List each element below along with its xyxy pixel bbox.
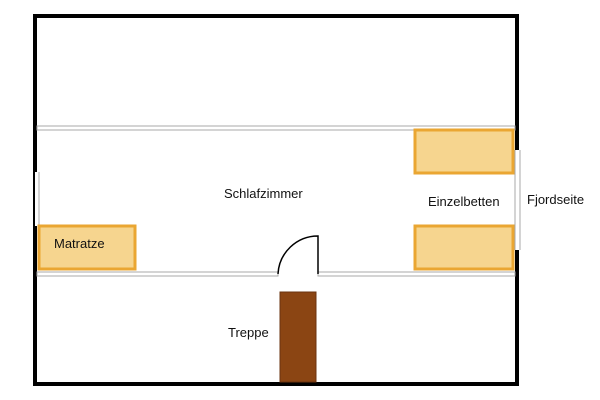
single-bed-lower (413, 224, 515, 271)
fjord-side-label: Fjordseite (527, 192, 585, 207)
mattress-label: Matratze (54, 236, 105, 251)
bedroom-label: Schlafzimmer (224, 186, 303, 201)
stairs-block (279, 291, 317, 383)
mattress (37, 224, 137, 271)
lower-partition-wall-left (36, 271, 279, 277)
single-beds-label: Einzelbetten (428, 194, 500, 209)
door-swing-icon (277, 235, 319, 275)
outer-wall (33, 14, 519, 386)
lower-partition-wall-right (317, 271, 516, 277)
upper-partition-wall (36, 125, 516, 131)
stairs-label: Treppe (228, 325, 269, 340)
single-bed-upper (413, 128, 515, 175)
